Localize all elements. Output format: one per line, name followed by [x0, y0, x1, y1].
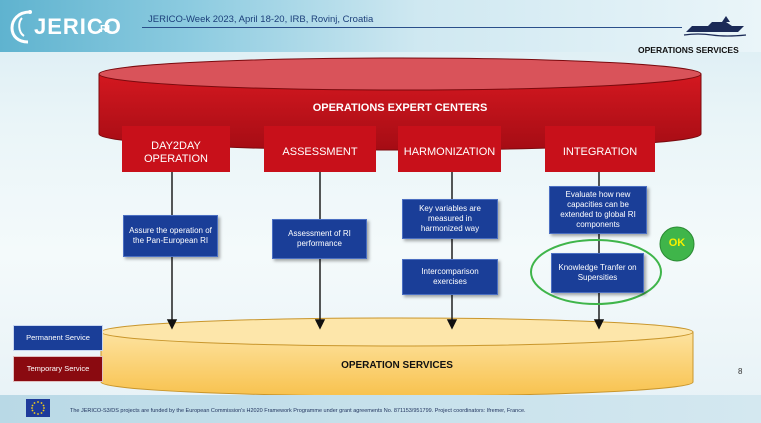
box-assessment-performance: Assessment of RI performance — [272, 219, 367, 259]
expert-centers-title: OPERATIONS EXPERT CENTERS — [312, 102, 488, 114]
box-intercomparison: Intercomparison exercises — [402, 259, 498, 295]
header-band — [0, 0, 761, 52]
section-title: OPERATIONS SERVICES — [638, 45, 739, 55]
event-title: JERICO-Week 2023, April 18-20, IRB, Rovi… — [148, 14, 374, 25]
operation-services-title: OPERATION SERVICES — [341, 360, 453, 371]
column-label-harmonization: HARMONIZATION — [403, 146, 496, 159]
highlight-ellipse — [530, 239, 662, 305]
jerico-logo — [10, 10, 32, 44]
legend-permanent-service: Permanent Service — [13, 325, 103, 351]
logo-text: JERICO — [34, 14, 122, 39]
tab-harmonization — [398, 126, 501, 172]
legend-temporary-service: Temporary Service — [13, 356, 103, 382]
ok-badge-circle — [659, 226, 695, 262]
column-label-integration: INTEGRATION — [562, 146, 638, 159]
tab-day2day — [122, 126, 230, 172]
tab-assessment — [264, 126, 376, 172]
expert-centers-cylinder-top — [98, 57, 702, 91]
operation-services-cylinder-top — [100, 317, 694, 347]
box-knowledge-transfer: Knowledge Tranfer on Supersities — [551, 253, 644, 293]
footer-band — [0, 395, 761, 423]
eu-flag-icon — [26, 399, 50, 417]
research-vessel-icon — [683, 16, 747, 37]
column-label-day2day: DAY2DAY OPERATION — [144, 139, 208, 165]
header-rule — [142, 27, 682, 28]
footer-funding-text: The JERICO-S3/DS projects are funded by … — [70, 408, 526, 414]
box-key-variables: Key variables are measured in harmonized… — [402, 199, 498, 239]
ok-badge-label: OK — [668, 237, 686, 249]
tab-integration — [545, 126, 655, 172]
page-number: 8 — [738, 367, 743, 376]
box-assure-operation: Assure the operation of the Pan-European… — [123, 215, 218, 257]
box-evaluate-capacities: Evaluate how new capacities can be exten… — [549, 186, 647, 234]
column-label-assessment: ASSESSMENT — [282, 146, 358, 159]
logo-sub: RI — [100, 24, 110, 35]
